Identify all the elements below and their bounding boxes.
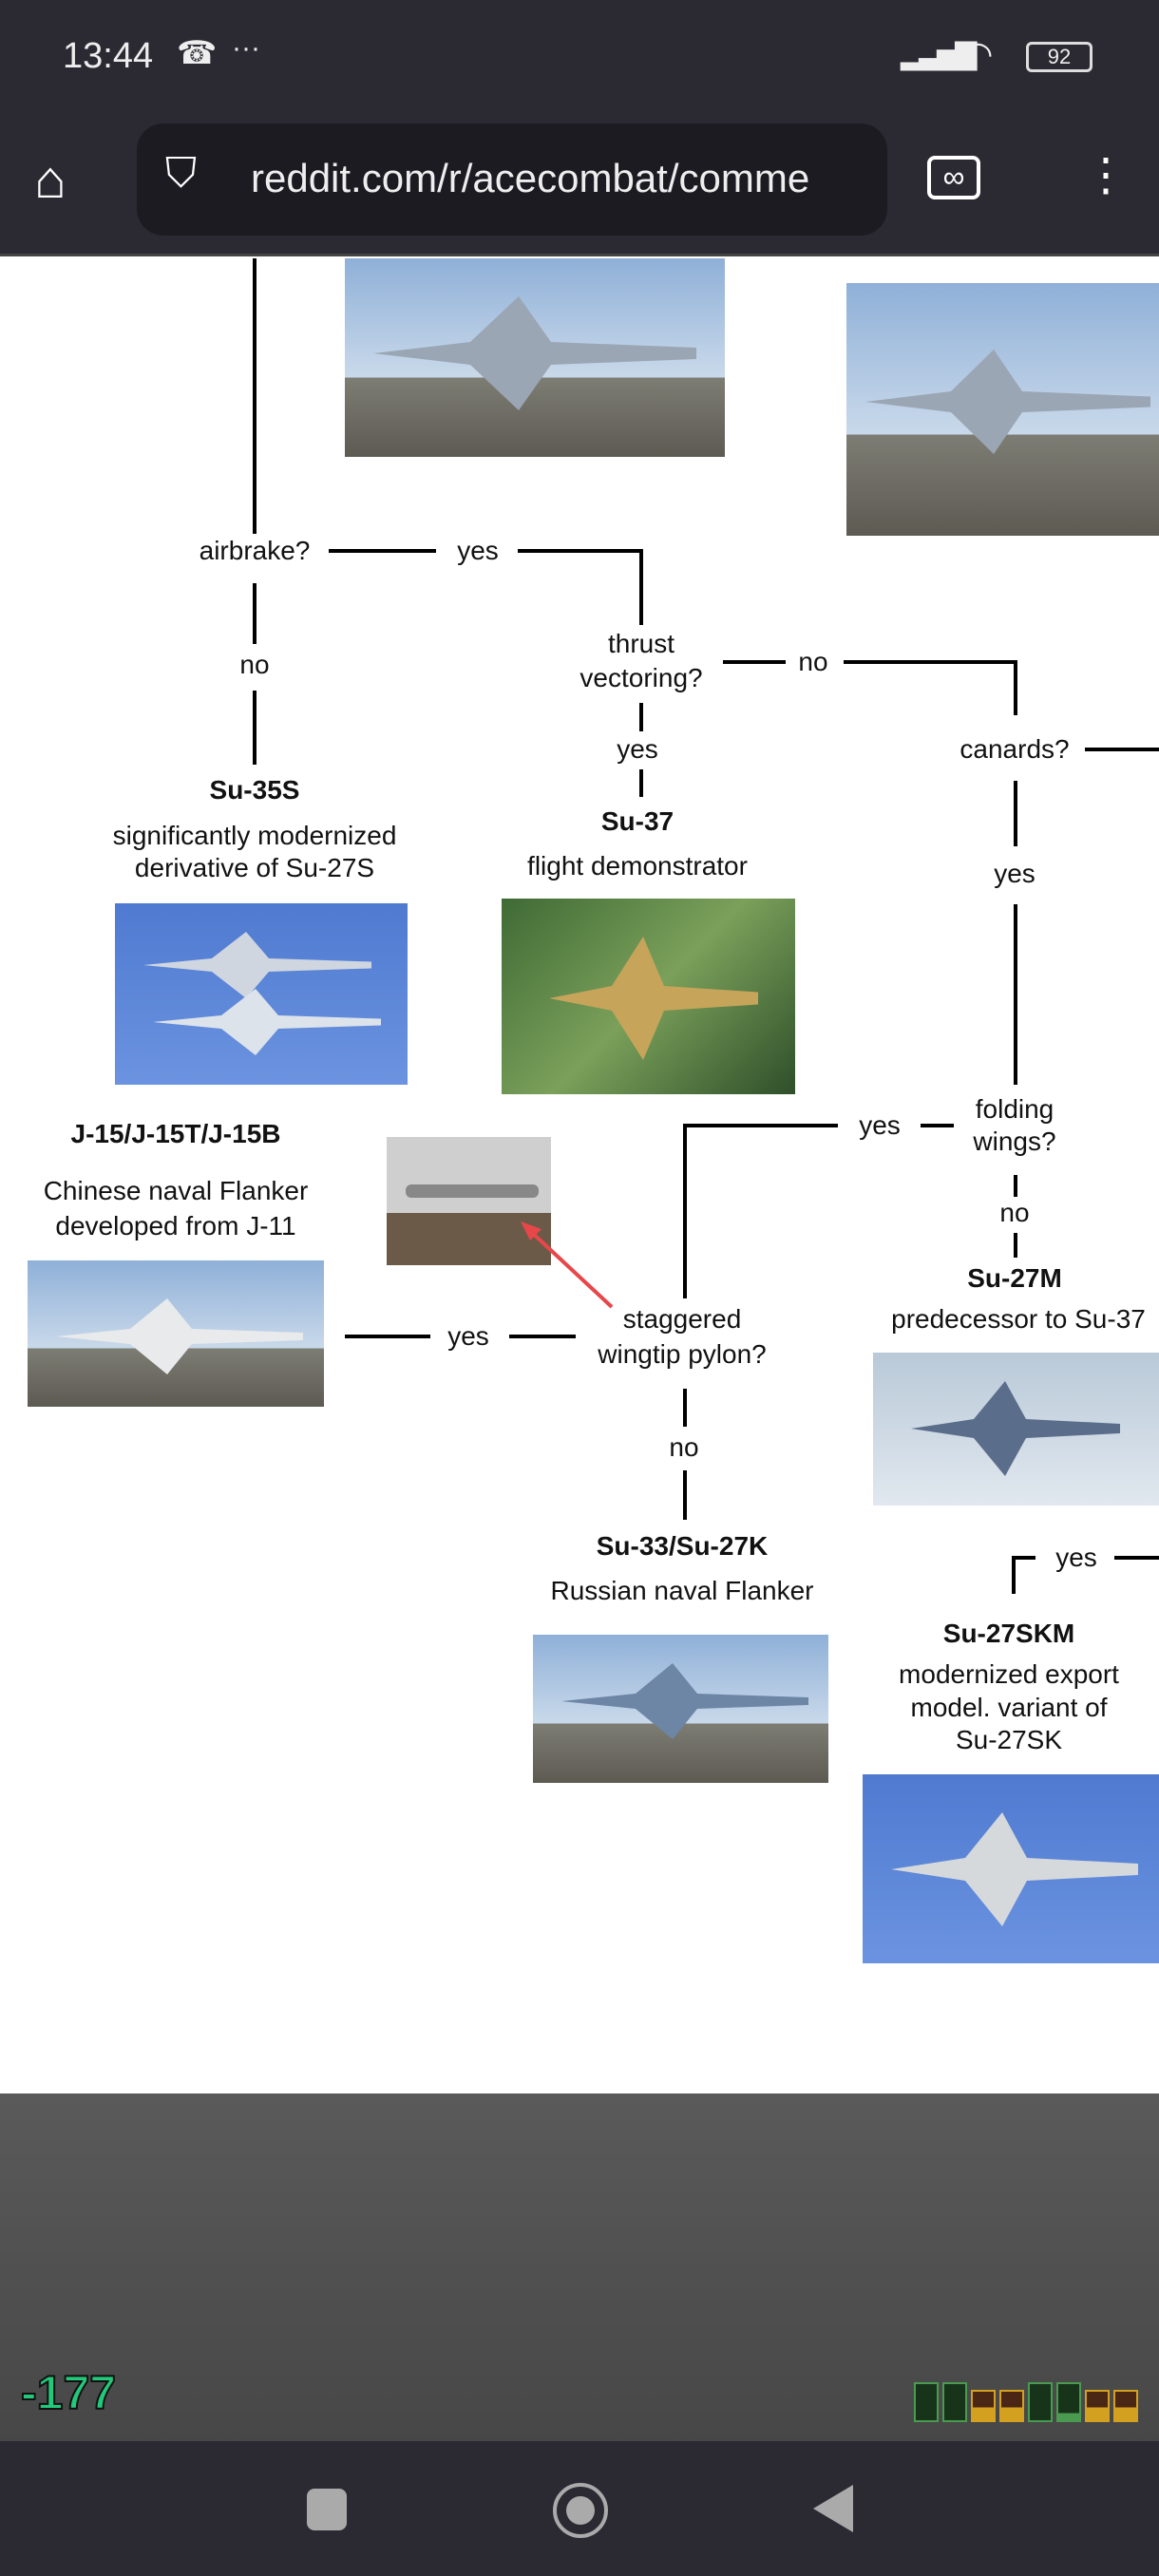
j15-desc: Chinese naval Flanker — [39, 1175, 313, 1207]
url-bar[interactable]: ⛉ reddit.com/r/acecombat/comme — [137, 123, 887, 236]
skm-yes-label: yes — [1052, 1542, 1101, 1574]
su37-photo — [502, 899, 795, 1094]
recents-button[interactable] — [307, 2489, 347, 2530]
su35s-title: Su-35S — [205, 774, 304, 806]
su35s-photo — [115, 903, 408, 1085]
pylon-yes-label: yes — [444, 1320, 493, 1353]
menu-icon[interactable]: ⋮ — [1083, 150, 1129, 200]
more-notifications-icon: ··· — [232, 32, 260, 64]
su27-photo-2 — [846, 283, 1159, 536]
j15-title: J-15/J-15T/J-15B — [66, 1118, 285, 1150]
su27skm-desc: modernized export — [895, 1658, 1123, 1691]
canards-question: canards? — [956, 733, 1074, 766]
j15-photo — [28, 1260, 324, 1407]
battery-icon: 92 — [1026, 42, 1092, 72]
clock: 13:44 — [63, 36, 154, 76]
flowchart-image: airbrake? yes no Su-35S significantly mo… — [0, 258, 1159, 2093]
level-meter — [914, 2382, 1138, 2422]
su27skm-photo — [863, 1774, 1159, 1963]
su33-desc: Russian naval Flanker — [546, 1575, 818, 1607]
su27m-photo — [873, 1353, 1159, 1506]
su33-photo — [533, 1635, 828, 1783]
android-nav-bar — [0, 2441, 1159, 2576]
su27skm-desc: Su-27SK — [951, 1724, 1067, 1756]
folding-yes-label: yes — [855, 1109, 904, 1142]
private-tabs-icon[interactable]: ∞ — [927, 156, 980, 199]
home-icon[interactable]: ⌂ — [34, 149, 66, 209]
tv-no-label: no — [794, 646, 832, 678]
back-button[interactable] — [813, 2485, 853, 2532]
url-text[interactable]: reddit.com/r/acecombat/comme — [251, 156, 810, 200]
browser-toolbar: ⌂ ⛉ reddit.com/r/acecombat/comme ∞ ⋮ — [0, 123, 1159, 256]
su35s-desc: significantly modernized — [108, 820, 401, 852]
wingtip-pylon-photo — [387, 1137, 551, 1265]
home-button[interactable] — [553, 2483, 608, 2538]
su27skm-desc: model. variant of — [906, 1692, 1112, 1724]
folding-wings-question: folding — [971, 1093, 1058, 1126]
wifi-icon: ◠ — [963, 34, 994, 73]
missed-call-icon: ☎ — [177, 35, 218, 71]
su37-title: Su-37 — [597, 805, 678, 838]
pylon-no-label: no — [665, 1431, 703, 1464]
su37-desc: flight demonstrator — [523, 850, 751, 882]
airbrake-question: airbrake? — [195, 535, 314, 567]
overlay-panel: -177 — [0, 2093, 1159, 2441]
su27m-title: Su-27M — [963, 1262, 1066, 1295]
canards-yes-label: yes — [990, 858, 1039, 890]
su27m-desc: predecessor to Su-37 — [887, 1303, 1150, 1335]
airbrake-no-label: no — [236, 649, 274, 681]
score-readout: -177 — [20, 2365, 117, 2420]
thrust-vectoring-question: thrust — [603, 628, 679, 660]
su35s-desc: derivative of Su-27S — [130, 852, 379, 884]
folding-no-label: no — [996, 1197, 1034, 1229]
tv-yes-label: yes — [613, 733, 662, 766]
su27skm-title: Su-27SKM — [939, 1618, 1079, 1650]
thrust-vectoring-question: vectoring? — [576, 662, 707, 694]
su27-photo — [345, 258, 725, 457]
shield-icon[interactable]: ⛉ — [165, 150, 197, 197]
signal-icon: ▂▃▅▇ — [901, 39, 977, 70]
airbrake-yes-label: yes — [453, 535, 503, 567]
pylon-question: wingtip pylon? — [594, 1338, 770, 1371]
j15-desc: developed from J-11 — [51, 1210, 300, 1242]
folding-wings-question: wings? — [969, 1126, 1060, 1158]
status-bar: 13:44 ☎ ··· ▂▃▅▇ ◠ 92 — [0, 0, 1159, 123]
su33-title: Su-33/Su-27K — [592, 1530, 772, 1563]
red-arrow — [521, 1222, 614, 1309]
pylon-question: staggered — [618, 1303, 746, 1335]
